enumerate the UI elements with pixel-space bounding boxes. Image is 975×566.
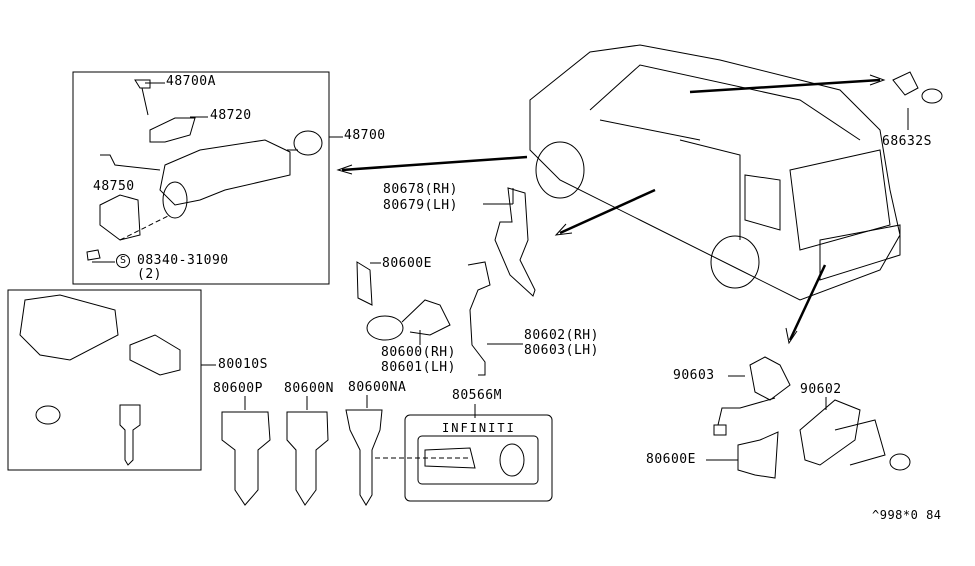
part-label-80679: 80679(LH) xyxy=(383,198,458,213)
part-label-48750: 48750 xyxy=(93,179,135,194)
back-door-lock-drawing xyxy=(713,71,943,479)
s-mark-icon: S xyxy=(116,254,130,268)
part-label-90602: 90602 xyxy=(800,382,842,397)
lock-set-drawing xyxy=(19,294,181,466)
steering-lock-drawing xyxy=(86,79,323,261)
part-label-08340-31090: 08340-31090 xyxy=(137,253,229,268)
part-label-80600E-rear: 80600E xyxy=(646,452,696,467)
part-label-68632S: 68632S xyxy=(882,134,932,149)
part-label-80566M: 80566M xyxy=(452,388,502,403)
part-label-80600: 80600(RH) xyxy=(381,345,456,360)
part-label-80600P: 80600P xyxy=(213,381,263,396)
part-label-qty: (2) xyxy=(137,267,162,282)
leader-lines xyxy=(92,82,909,461)
part-label-90603: 90603 xyxy=(673,368,715,383)
diagram-code: ^998*0 84 xyxy=(872,508,942,522)
part-label-80602: 80602(RH) xyxy=(524,328,599,343)
part-label-80603: 80603(LH) xyxy=(524,343,599,358)
key-card-inner xyxy=(417,435,539,485)
part-label-80010S: 80010S xyxy=(218,357,268,372)
part-label-80601: 80601(LH) xyxy=(381,360,456,375)
part-label-48700A: 48700A xyxy=(166,74,216,89)
part-label-80600NA: 80600NA xyxy=(348,380,407,395)
lock-set-box xyxy=(7,289,202,471)
part-label-80678: 80678(RH) xyxy=(383,182,458,197)
infiniti-logo-text: INFINITI xyxy=(442,421,516,435)
vehicle-drawing xyxy=(529,44,901,301)
part-label-48720: 48720 xyxy=(210,108,252,123)
part-label-80600N: 80600N xyxy=(284,381,334,396)
steering-lock-box xyxy=(72,71,330,285)
door-lock-drawing xyxy=(356,187,536,376)
part-label-80600E: 80600E xyxy=(382,256,432,271)
key-card-box xyxy=(404,414,553,502)
keys-drawing xyxy=(221,409,525,506)
part-label-48700: 48700 xyxy=(344,128,386,143)
pointer-arrows xyxy=(336,74,886,345)
